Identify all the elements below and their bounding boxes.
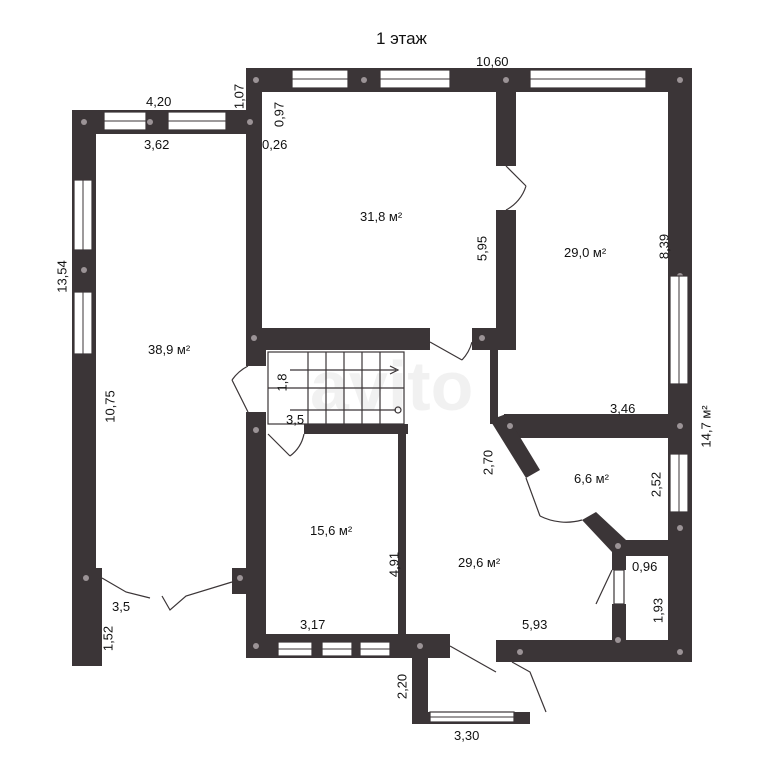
dim-w-593: 5,93 <box>522 617 548 632</box>
doors <box>101 165 613 713</box>
room-area-small-right: 6,6 м² <box>574 471 609 486</box>
room-area-left-hall: 38,9 м² <box>148 342 191 357</box>
dim-left-bottom: 3,5 <box>112 599 131 614</box>
windows <box>73 69 689 723</box>
dim-step-c: 0,26 <box>262 137 288 152</box>
dim-step-b: 0,97 <box>271 101 287 128</box>
dim-right-839: 8,39 <box>656 233 672 260</box>
dim-h-270: 2,70 <box>480 449 496 476</box>
dim-top-total: 10,60 <box>476 54 509 69</box>
dim-w-330: 3,30 <box>454 728 480 743</box>
dim-left-top-inner: 3,62 <box>144 137 170 152</box>
stair <box>267 351 405 425</box>
dim-left-top-outer: 4,20 <box>146 94 172 109</box>
dim-h-193: 1,93 <box>650 597 666 624</box>
room-area-center: 29,6 м² <box>458 555 501 570</box>
dim-left-bottom-ext: 1,52 <box>100 625 116 652</box>
room-area-mid-left: 15,6 м² <box>310 523 353 538</box>
room-area-top-left: 31,8 м² <box>360 209 403 224</box>
watermark: avito <box>310 347 473 425</box>
room-area-top-right: 29,0 м² <box>564 245 607 260</box>
diagonal-walls <box>490 414 626 552</box>
dim-h-220: 2,20 <box>394 673 410 700</box>
dim-stair-35: 3,5 <box>286 412 305 427</box>
floor-title: 1 этаж <box>376 29 427 48</box>
dim-left-height: 13,54 <box>54 260 70 293</box>
wall-pins <box>81 77 683 655</box>
dim-stair-18: 1,8 <box>274 373 290 392</box>
dim-step-a: 1,07 <box>231 83 247 110</box>
dim-h-491: 4,91 <box>386 551 402 578</box>
dim-w-096: 0,96 <box>632 559 658 574</box>
dim-wall-595: 5,95 <box>474 235 490 262</box>
dim-w-317: 3,17 <box>300 617 326 632</box>
dim-w-346: 3,46 <box>610 401 636 416</box>
dim-h-252: 2,52 <box>648 471 664 498</box>
room-area-right-side: 14,7 м² <box>698 405 714 448</box>
dim-left-height-inner: 10,75 <box>102 390 118 423</box>
